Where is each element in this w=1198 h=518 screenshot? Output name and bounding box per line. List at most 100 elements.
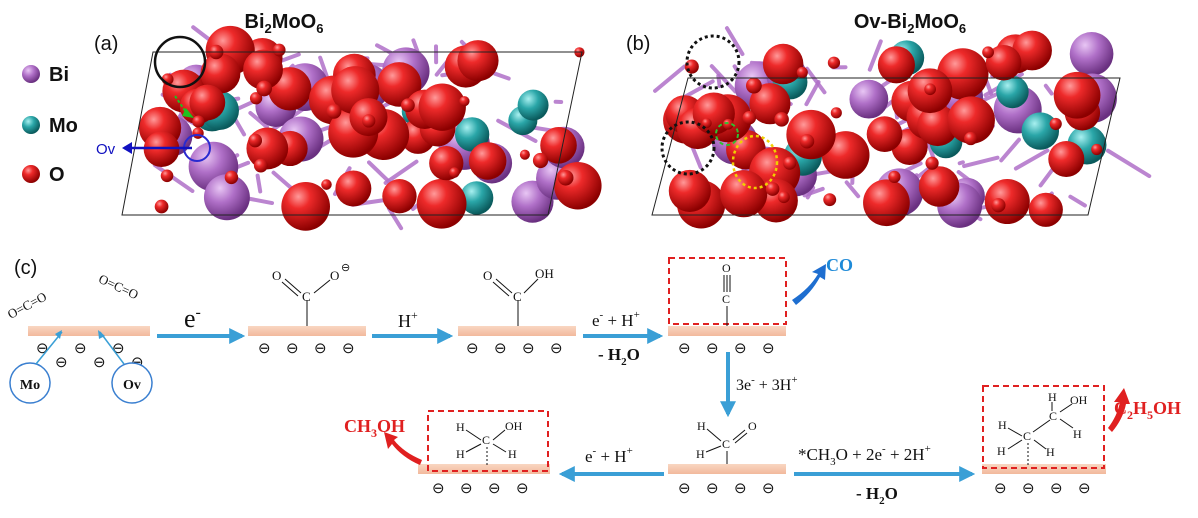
surface-3 <box>458 326 576 336</box>
surface-4 <box>668 326 786 336</box>
charge-symbol: ⊖ <box>522 340 535 357</box>
charge-symbol: ⊖ <box>466 340 479 357</box>
charge-symbol: ⊖ <box>36 340 49 357</box>
label-step5: e- + H+ <box>585 445 633 466</box>
charge-symbol: ⊖ <box>706 480 719 497</box>
svg-text:H: H <box>696 447 705 461</box>
svg-text:O: O <box>748 419 757 433</box>
atom-legend: Bi Mo O <box>22 64 78 186</box>
panel-b: (b) Ov-Bi2MoO6 <box>626 11 1149 228</box>
charge-symbol: ⊖ <box>55 354 68 371</box>
legend-o: O <box>49 164 65 186</box>
svg-text:C: C <box>1049 409 1057 423</box>
co2-molecule-2: O=C=O <box>96 271 141 302</box>
svg-text:H: H <box>1048 390 1057 404</box>
panel-c-label: (c) <box>14 257 37 279</box>
legend-mo: Mo <box>49 115 78 137</box>
label-step1: e- <box>184 304 201 333</box>
charge-symbol: ⊖ <box>112 340 125 357</box>
panel-b-label: (b) <box>626 33 650 55</box>
charge-symbol: ⊖ <box>93 354 106 371</box>
charge-symbol: ⊖ <box>1078 480 1091 497</box>
panel-c: (c) ⊖ ⊖ ⊖ ⊖ ⊖ ⊖ ⊖ ⊖ ⊖ ⊖ ⊖ ⊖ ⊖ ⊖ ⊖ ⊖ ⊖ ⊖ ⊖ ⊖ ⊖ ⊖ ⊖ ⊖ ⊖ ⊖ ⊖ ⊖ ⊖ ⊖ O=C=O… <box>5 255 1181 507</box>
charge-symbol: ⊖ <box>74 340 87 357</box>
label-step4: 3e- + 3H+ <box>736 374 798 394</box>
svg-text:H: H <box>508 447 517 461</box>
charge-symbol: ⊖ <box>488 480 501 497</box>
product-co: CO <box>826 255 853 275</box>
co-intermediate: O C <box>722 261 731 326</box>
charge-symbol: ⊖ <box>314 340 327 357</box>
label-step2: H+ <box>398 308 418 331</box>
label-step6-top: *CH3O + 2e- + 2H+ <box>798 443 931 468</box>
charge-symbol: ⊖ <box>342 340 355 357</box>
charge-symbol: ⊖ <box>1050 480 1063 497</box>
charge-symbol: ⊖ <box>734 480 747 497</box>
svg-text:O: O <box>483 268 492 283</box>
label-step3-bottom: - H2O <box>598 345 640 368</box>
charge-symbol: ⊖ <box>258 340 271 357</box>
svg-text:C: C <box>722 437 730 451</box>
charge-symbol: ⊖ <box>706 340 719 357</box>
crystal-structure-b <box>655 28 1149 228</box>
panel-b-title: Ov-Bi2MoO6 <box>854 11 966 36</box>
legend-bi: Bi <box>49 64 69 86</box>
charge-symbol: ⊖ <box>762 340 775 357</box>
svg-text:H: H <box>998 418 1007 432</box>
svg-text:O: O <box>330 268 339 283</box>
cooh-intermediate: C O OH <box>483 266 554 326</box>
svg-text:H: H <box>1073 427 1082 441</box>
surface-5 <box>668 464 786 474</box>
svg-text:OH: OH <box>1070 393 1088 407</box>
svg-text:C: C <box>1023 429 1031 443</box>
ch2o-intermediate: C H H O <box>696 419 757 464</box>
svg-text:C: C <box>513 289 522 304</box>
crystal-structure-a <box>139 26 602 231</box>
svg-text:OH: OH <box>505 419 523 433</box>
charge-symbol: ⊖ <box>516 480 529 497</box>
charge-symbol: ⊖ <box>734 340 747 357</box>
product-c2h5oh: C2H5OH <box>1114 398 1181 422</box>
co2-molecule-1: O=C=O <box>5 289 49 322</box>
panel-a-label: (a) <box>94 33 118 55</box>
co2-adsorption: O=C=O O=C=O Mo Ov <box>5 271 152 403</box>
svg-text:H: H <box>456 447 465 461</box>
surface-6 <box>418 464 550 474</box>
ch3o-intermediate: C H H OH H <box>456 419 523 466</box>
charge-symbol: ⊖ <box>432 480 445 497</box>
charge-symbol: ⊖ <box>494 340 507 357</box>
charge-symbol: ⊖ <box>994 480 1007 497</box>
charge-symbol: ⊖ <box>1022 480 1035 497</box>
svg-text:⊖: ⊖ <box>341 262 350 274</box>
c2h5o-intermediate: C H H H C H OH H <box>997 390 1088 466</box>
panel-a-title: Bi2MoO6 <box>245 11 324 36</box>
label-step6-bottom: - H2O <box>856 484 898 507</box>
charge-symbol: ⊖ <box>678 340 691 357</box>
ov-site-label: Ov <box>123 378 141 393</box>
svg-text:C: C <box>302 289 311 304</box>
charge-symbol: ⊖ <box>762 480 775 497</box>
ov-label-a: Ov <box>96 141 116 158</box>
surface-2 <box>248 326 366 336</box>
charge-symbol: ⊖ <box>678 480 691 497</box>
svg-text:H: H <box>697 419 706 433</box>
svg-text:C: C <box>722 292 730 306</box>
panel-a: (a) Bi2MoO6 Ov <box>94 11 602 231</box>
svg-text:O: O <box>272 268 281 283</box>
svg-text:OH: OH <box>535 266 554 281</box>
label-step3-top: e- + H+ <box>592 309 640 330</box>
ch3oh-release-arrow <box>384 432 422 465</box>
svg-text:H: H <box>1046 445 1055 459</box>
svg-text:O: O <box>722 261 731 275</box>
co-release-arrow <box>792 264 826 305</box>
charge-symbol: ⊖ <box>286 340 299 357</box>
svg-text:C: C <box>482 433 490 447</box>
charge-symbol: ⊖ <box>550 340 563 357</box>
charge-symbol: ⊖ <box>460 480 473 497</box>
mo-site-label: Mo <box>20 378 40 393</box>
surface-1 <box>28 326 150 336</box>
carboxylate-intermediate: C O O ⊖ <box>272 262 350 326</box>
svg-text:H: H <box>997 444 1006 458</box>
svg-text:H: H <box>456 420 465 434</box>
